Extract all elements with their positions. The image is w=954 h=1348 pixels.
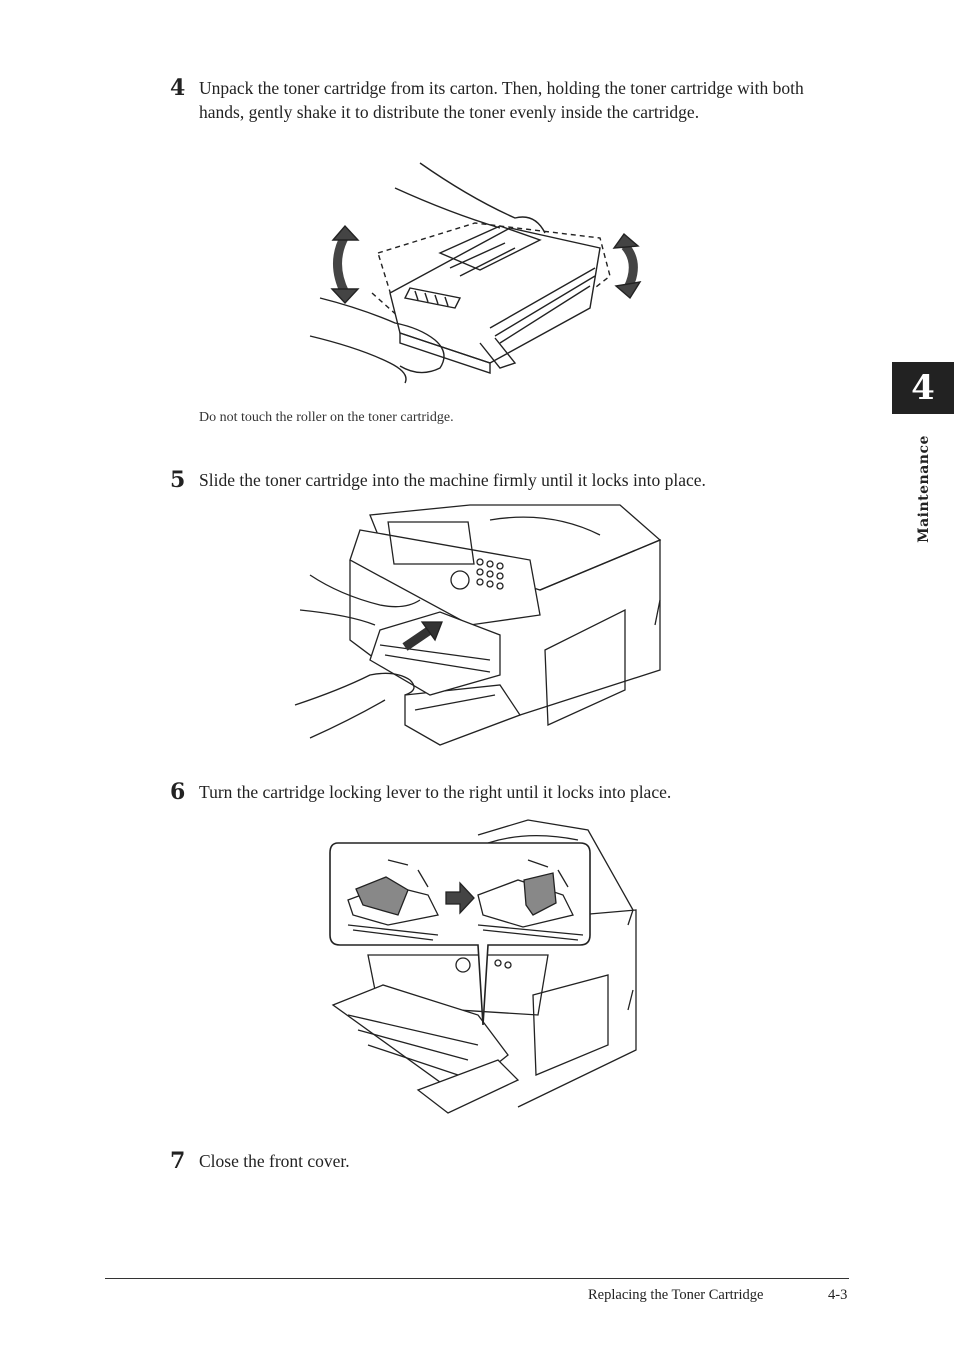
footer-rule [105, 1278, 849, 1279]
step-4: 4 Unpack the toner cartridge from its ca… [170, 76, 829, 124]
step-number: 6 [170, 779, 186, 805]
footer-title: Replacing the Toner Cartridge [588, 1287, 764, 1303]
step-6: 6 Turn the cartridge locking lever to th… [170, 780, 849, 804]
chapter-label: Maintenance [884, 434, 954, 544]
page-number: 4-3 [828, 1287, 848, 1303]
step-number: 4 [170, 75, 186, 101]
step-7: 7 Close the front cover. [170, 1149, 799, 1173]
chapter-label-text: Maintenance [916, 435, 932, 543]
step-text: Turn the cartridge locking lever to the … [199, 782, 672, 802]
figure-insert-cartridge [290, 500, 670, 750]
step-number: 7 [170, 1148, 186, 1174]
step-text: Slide the toner cartridge into the machi… [199, 470, 706, 490]
chapter-tab: 4 [892, 362, 954, 414]
figure-shake-cartridge [300, 158, 660, 388]
step-5: 5 Slide the toner cartridge into the mac… [170, 468, 849, 492]
step-number: 5 [170, 467, 186, 493]
caution-note: Do not touch the roller on the toner car… [199, 410, 454, 425]
step-text: Unpack the toner cartridge from its cart… [199, 78, 804, 122]
step-text: Close the front cover. [199, 1151, 350, 1171]
figure-locking-lever [328, 815, 648, 1115]
